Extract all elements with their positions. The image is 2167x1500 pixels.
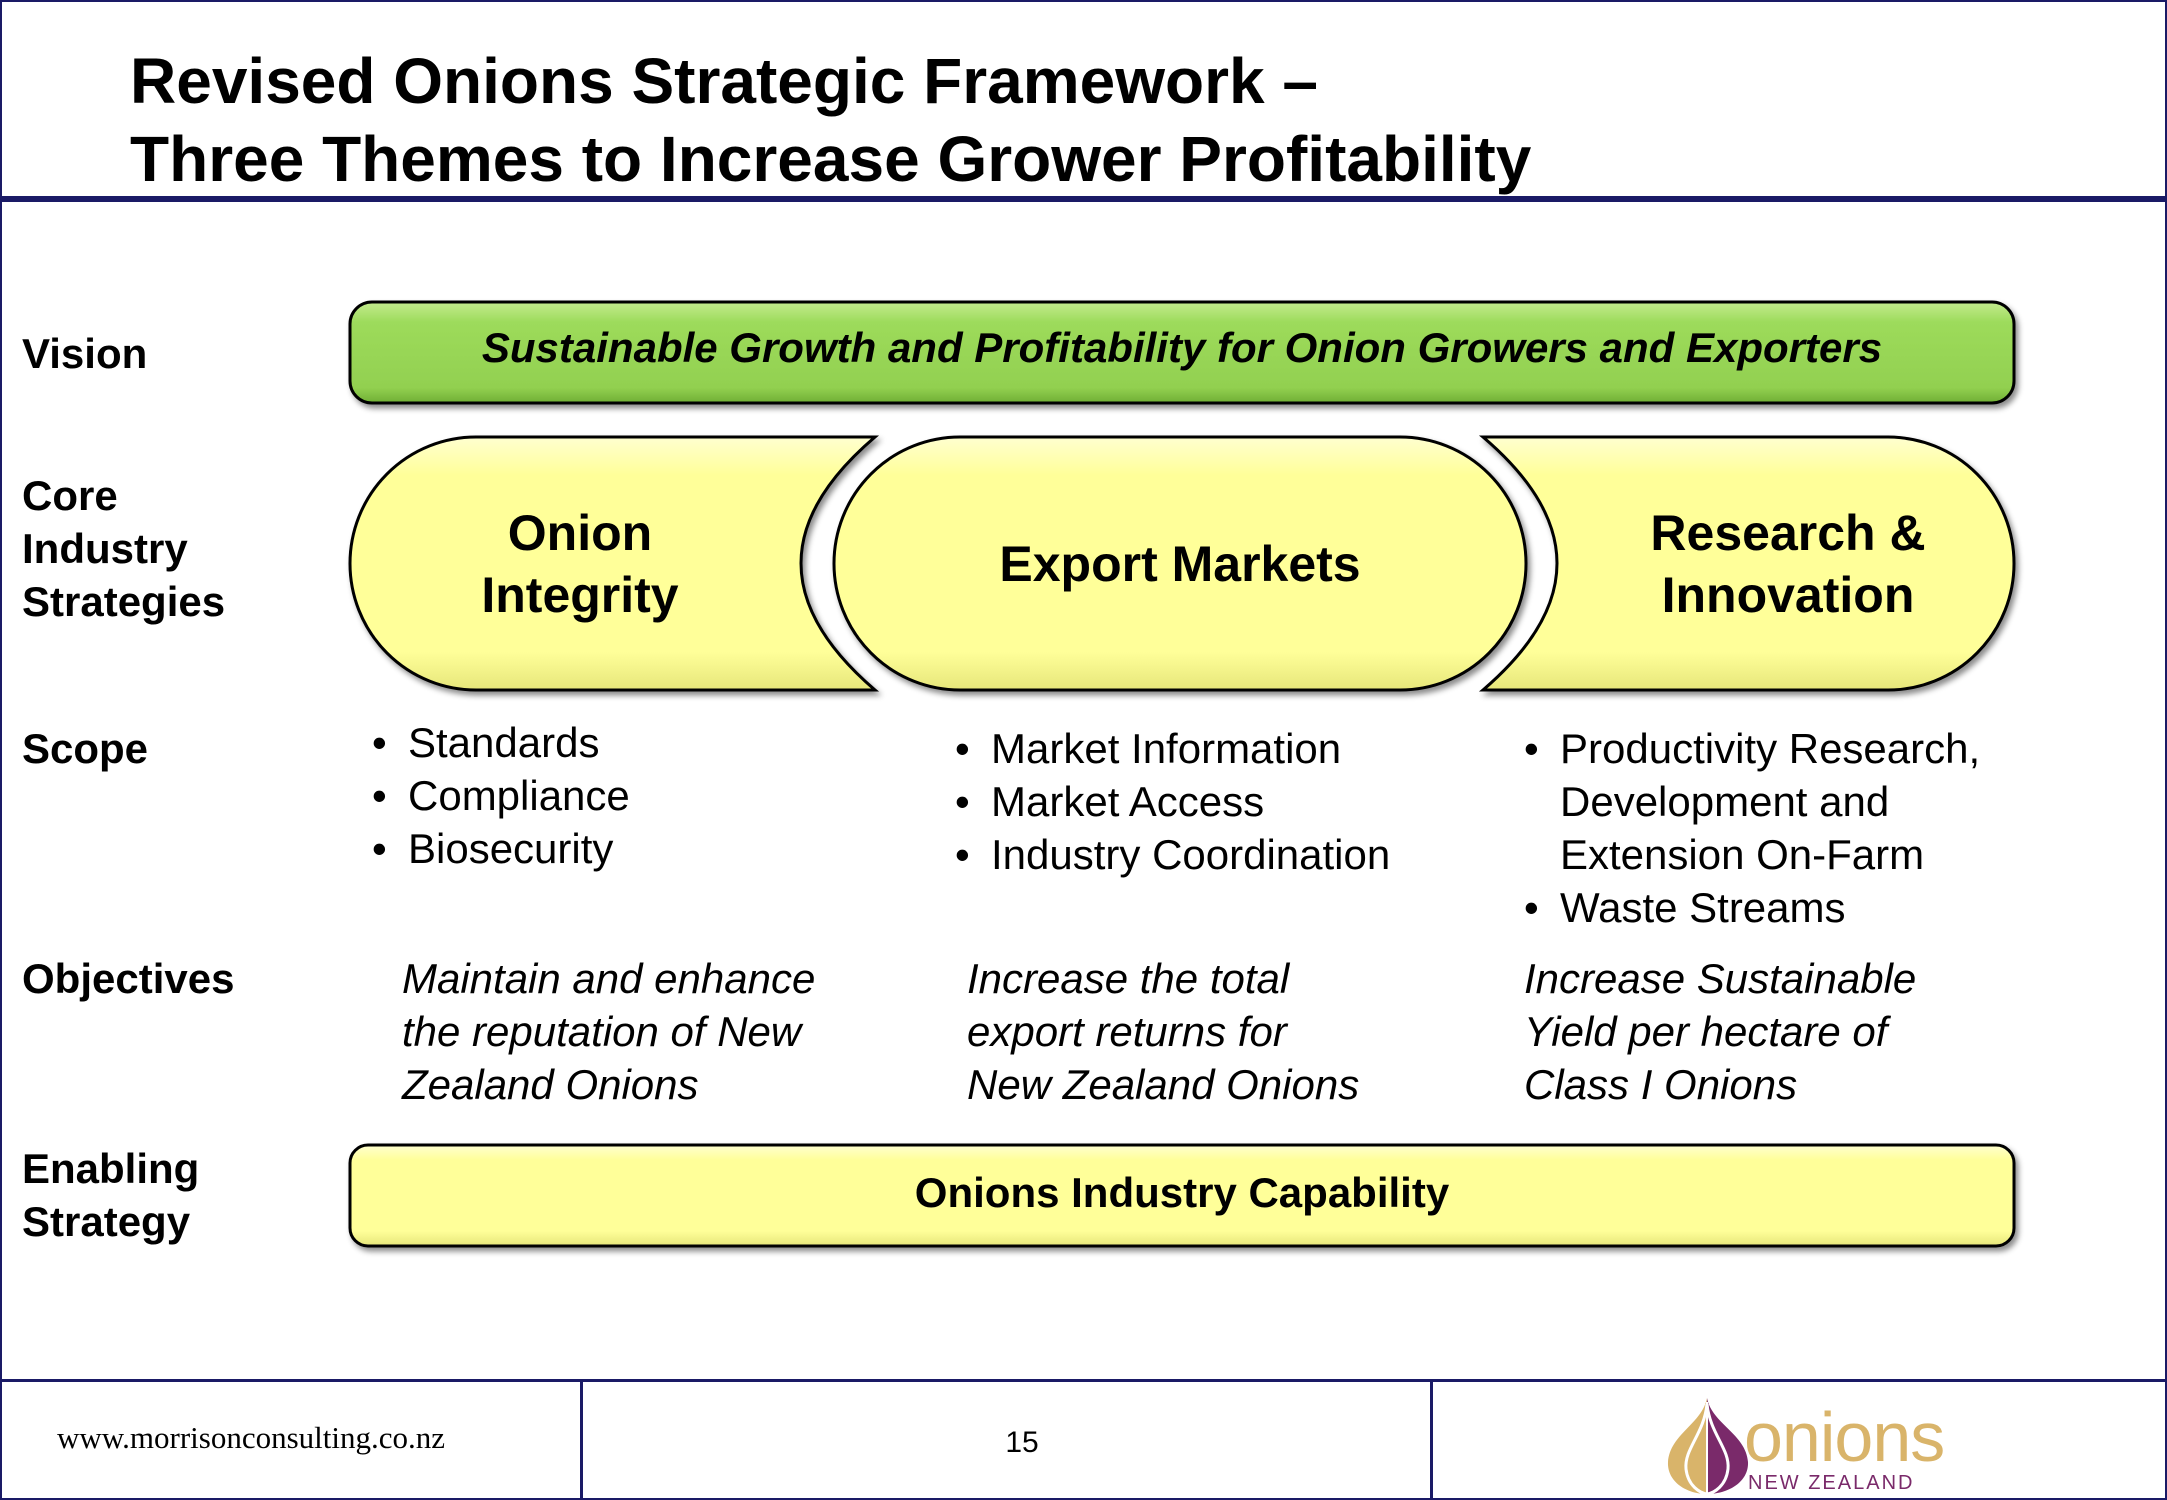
scope-list-research-innovation: •Productivity Research, Development and … xyxy=(1524,722,1980,934)
strategy-title-line: Research & xyxy=(1650,504,1926,561)
label-core-line: Strategies xyxy=(22,578,226,625)
label-enabling-line: Enabling xyxy=(22,1145,200,1192)
strategy-title-line: Integrity xyxy=(481,566,679,623)
footer-separator xyxy=(580,1379,583,1498)
onion-icon xyxy=(1667,1398,1749,1496)
scope-item: •Biosecurity xyxy=(372,825,614,872)
strategy-shape-onion-integrity xyxy=(348,435,880,692)
scope-item: •Productivity Research, Development and … xyxy=(1524,725,1981,878)
scope-list-onion-integrity: •Standards •Compliance •Biosecurity xyxy=(372,716,630,875)
strategy-title-line: Export Markets xyxy=(999,535,1361,592)
strategy-title-line: Onion xyxy=(507,504,653,561)
scope-item: •Standards xyxy=(372,719,600,766)
label-core-strategies: Core Industry Strategies xyxy=(22,469,225,628)
label-objectives: Objectives xyxy=(22,955,235,1002)
scope-item: •Waste Streams xyxy=(1524,884,1846,931)
label-scope: Scope xyxy=(22,725,149,772)
footer-separator xyxy=(1430,1379,1433,1498)
scope-list-export-markets: •Market Information •Market Access •Indu… xyxy=(955,722,1390,881)
enabling-bar xyxy=(348,1143,2016,1248)
enabling-text: Onions Industry Capability xyxy=(914,1169,1450,1216)
strategy-title-line: Innovation xyxy=(1661,566,1915,623)
strategy-title-export-markets: Export Markets xyxy=(834,437,1526,690)
vision-text: Sustainable Growth and Profitability for… xyxy=(481,324,1883,371)
scope-item: •Market Access xyxy=(955,778,1265,825)
label-enabling-strategy: Enabling Strategy xyxy=(22,1142,199,1248)
label-vision: Vision xyxy=(22,330,148,377)
header-divider xyxy=(2,196,2165,202)
footer-divider xyxy=(2,1379,2165,1382)
strategy-title-research-innovation: Research &Innovation xyxy=(1562,437,2014,690)
label-core-line: Core xyxy=(22,472,118,519)
vision-bar xyxy=(348,300,2016,405)
footer-url[interactable]: www.morrisonconsulting.co.nz xyxy=(57,1420,446,1455)
logo-subtitle: NEW ZEALAND INC xyxy=(1748,1472,1915,1498)
scope-item: •Market Information xyxy=(955,725,1342,772)
label-enabling-line: Strategy xyxy=(22,1198,191,1245)
logo-wordmark: onions xyxy=(1744,1398,1945,1476)
strategy-shape-export-markets xyxy=(832,435,1528,692)
page-number: 15 xyxy=(1005,1426,1039,1459)
scope-item: •Industry Coordination xyxy=(955,831,1391,878)
page-title: Revised Onions Strategic Framework – Thr… xyxy=(130,42,1531,198)
strategy-shape-research-innovation xyxy=(1478,435,2016,692)
label-core-line: Industry xyxy=(22,525,188,572)
onions-nz-logo: onions NEW ZEALAND INC xyxy=(1662,1394,1962,1498)
scope-item: •Compliance xyxy=(372,772,630,819)
title-line-1: Revised Onions Strategic Framework – xyxy=(130,45,1318,117)
title-line-2: Three Themes to Increase Grower Profitab… xyxy=(130,123,1532,195)
